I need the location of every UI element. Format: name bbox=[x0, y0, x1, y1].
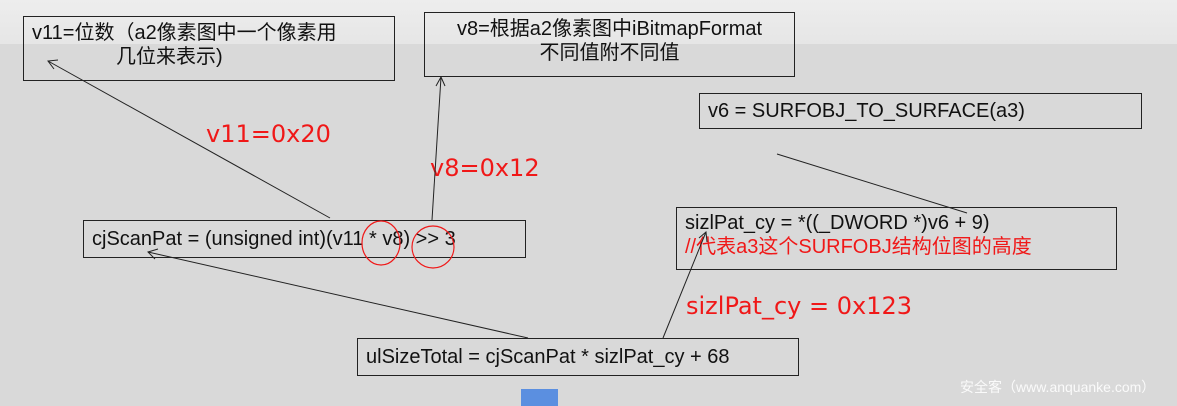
arrow-cjscanpat bbox=[147, 248, 529, 339]
sizlpat-value-label: sizlPat_cy = 0x123 bbox=[686, 292, 912, 320]
arrow-v6 bbox=[776, 153, 968, 214]
cjscanpat-box: cjScanPat = (unsigned int)(v11 * v8) >> … bbox=[83, 220, 526, 258]
sizlpat-comment: //代表a3这个SURFOBJ结构位图的高度 bbox=[685, 236, 1032, 258]
v11-highlight-circle bbox=[361, 220, 401, 266]
ulsizetotal-text: ulSizeTotal = cjScanPat * sizlPat_cy + 6… bbox=[366, 346, 730, 368]
v8-highlight-circle bbox=[411, 225, 455, 269]
arrow-sizlpat bbox=[662, 230, 708, 339]
v11-value-label: v11=0x20 bbox=[206, 120, 331, 148]
v8-desc-line1: v8=根据a2像素图中iBitmapFormat bbox=[456, 18, 763, 40]
v11-desc-line2: 几位来表示) bbox=[116, 46, 223, 68]
sizlpat-box: sizlPat_cy = *((_DWORD *)v6 + 9) //代表a3这… bbox=[676, 207, 1117, 270]
v6-box: v6 = SURFOBJ_TO_SURFACE(a3) bbox=[699, 93, 1142, 129]
ulsizetotal-box: ulSizeTotal = cjScanPat * sizlPat_cy + 6… bbox=[357, 338, 799, 376]
v8-description-box: v8=根据a2像素图中iBitmapFormat 不同值附不同值 bbox=[424, 12, 795, 77]
arrow-v11 bbox=[47, 59, 331, 219]
v8-desc-line2: 不同值附不同值 bbox=[539, 42, 680, 64]
watermark: 安全客（www.anquanke.com） bbox=[960, 379, 1156, 395]
arrow-v8-real bbox=[431, 75, 446, 221]
top-band bbox=[0, 0, 1177, 44]
v11-desc-line1: v11=位数（a2像素图中一个像素用 bbox=[32, 22, 337, 44]
blue-block bbox=[521, 389, 558, 406]
v6-text: v6 = SURFOBJ_TO_SURFACE(a3) bbox=[708, 100, 1025, 122]
v11-description-box: v11=位数（a2像素图中一个像素用 几位来表示) bbox=[23, 16, 395, 81]
cjscanpat-text: cjScanPat = (unsigned int)(v11 * v8) >> … bbox=[92, 228, 456, 250]
v8-value-label: v8=0x12 bbox=[430, 154, 540, 182]
sizlpat-text: sizlPat_cy = *((_DWORD *)v6 + 9) bbox=[685, 212, 990, 234]
